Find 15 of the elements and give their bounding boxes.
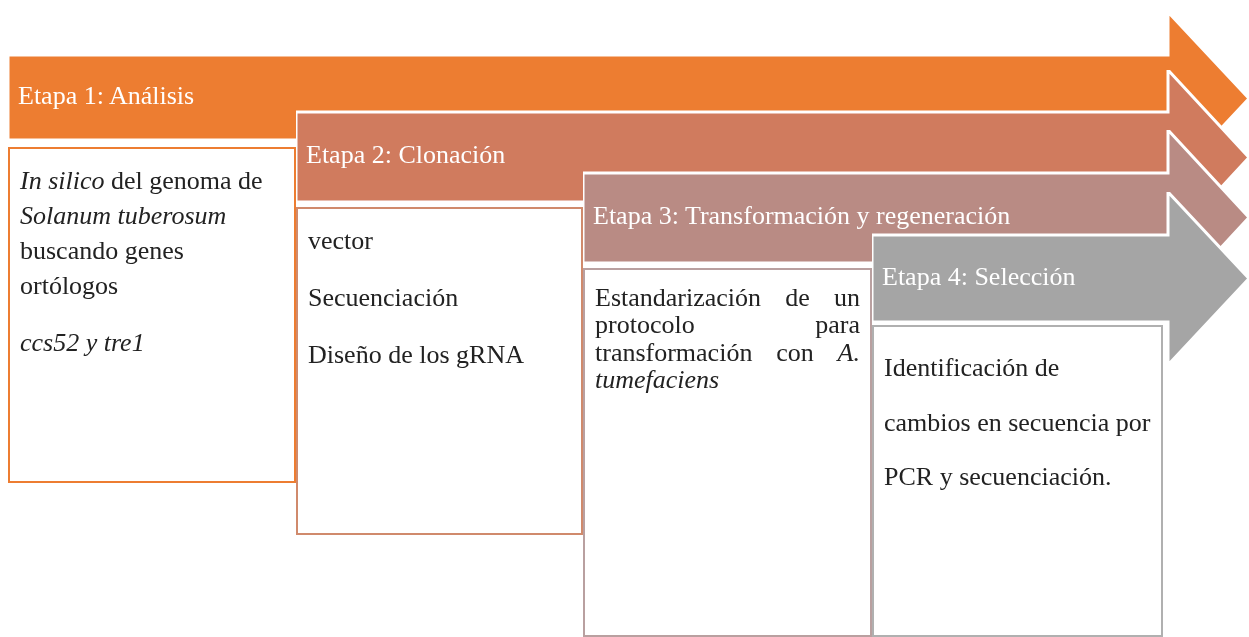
stage-content-box: [296, 207, 583, 535]
stage-heading: Etapa 2: Clonación: [306, 140, 506, 170]
stage-content-box: [8, 147, 296, 483]
stage-description: Secuenciación: [308, 282, 460, 315]
stage-description: In silico del genoma de Solanum tuberosum buscando genes ortólogos: [20, 165, 264, 303]
stage-content-box: [583, 268, 872, 637]
stage-description: Diseño de los gRNA: [308, 339, 525, 372]
stage-content-box: [872, 325, 1163, 637]
stage-heading: Etapa 1: Análisis: [18, 80, 195, 111]
stage-heading: Etapa 3: Transformación y regeneración: [593, 201, 1011, 231]
stage-description: Estandarización de un protocolo para transformación con A. tumefaciens: [595, 284, 860, 394]
stage-description: vector: [308, 225, 374, 257]
stage-heading: Etapa 4: Selección: [882, 261, 1076, 292]
stage-description: ccs52 y tre1: [20, 327, 146, 360]
stage-description: Identificación de cambios en secuencia por PCR y secuenciación.: [884, 352, 1151, 494]
